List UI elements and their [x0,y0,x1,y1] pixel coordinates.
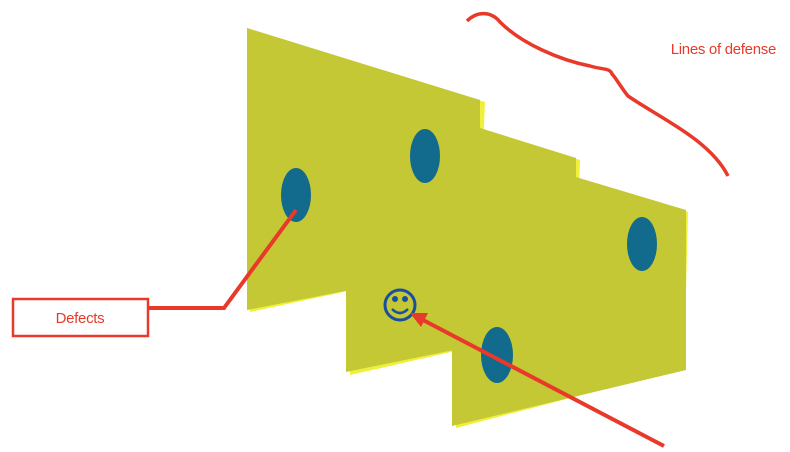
lines-of-defense-label: Lines of defense [671,41,776,58]
defense-layer-3 [452,140,688,428]
hazard-trajectory-arrow [410,313,665,448]
defect-hole [410,129,440,183]
defects-pointer-line [148,208,298,310]
defects-label-text: Defects [56,310,105,327]
defect-hole [481,327,513,383]
defect-hole [627,217,657,271]
defects-label: Defects [11,297,150,338]
defect-hole [281,168,311,222]
smiley-face-icon [383,288,417,322]
lines-of-defense-brace [465,11,730,177]
